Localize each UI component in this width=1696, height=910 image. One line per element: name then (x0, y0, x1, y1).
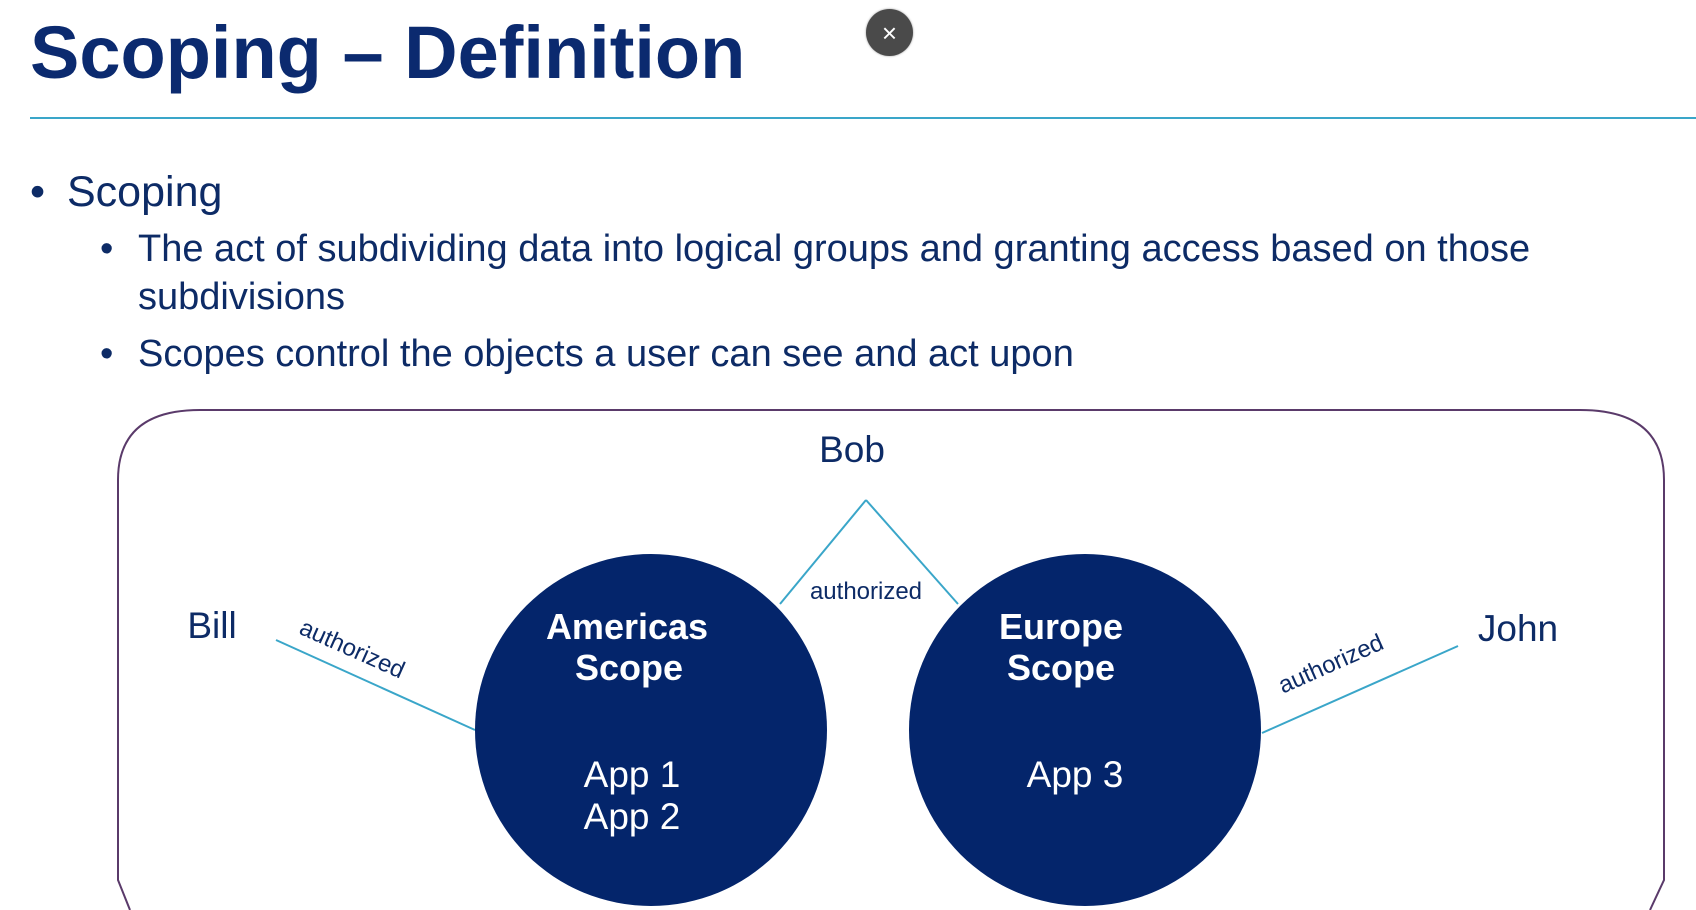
bullet-text-line2: subdivisions (138, 276, 345, 318)
europe-app-3: App 3 (1027, 754, 1124, 795)
europe-scope-title-2: Scope (1007, 647, 1115, 688)
connector-bob-left (779, 499, 867, 605)
americas-scope-circle (475, 554, 827, 906)
bullet-text-line1: The act of subdividing data into logical… (138, 228, 1531, 270)
bullet-icon: • (100, 333, 114, 375)
close-button[interactable]: × (866, 9, 913, 56)
connector-bob-right (865, 499, 959, 605)
title-divider (30, 117, 1696, 119)
americas-app-1: App 1 (584, 754, 681, 795)
user-bob: Bob (819, 429, 885, 470)
authorized-label-bob: authorized (810, 578, 922, 605)
bullet-icon: • (100, 228, 114, 270)
connector-bill (275, 639, 476, 731)
americas-scope-title-2: Scope (575, 647, 683, 688)
slide-title: Scoping – Definition (30, 11, 746, 94)
americas-app-2: App 2 (584, 796, 681, 837)
user-bill: Bill (187, 605, 236, 646)
bullet-text: Scoping (67, 168, 223, 216)
diagram-frame (117, 409, 1665, 910)
bullet-text: Scopes control the objects a user can se… (138, 333, 1074, 375)
europe-scope-title-1: Europe (999, 606, 1123, 647)
europe-scope-circle (909, 554, 1261, 906)
authorized-label-john: authorized (1274, 629, 1387, 699)
close-icon: × (881, 17, 898, 48)
bullet-icon: • (30, 168, 46, 216)
connector-john (1261, 645, 1459, 734)
americas-scope-title-1: Americas (546, 606, 708, 647)
user-john: John (1478, 608, 1558, 649)
